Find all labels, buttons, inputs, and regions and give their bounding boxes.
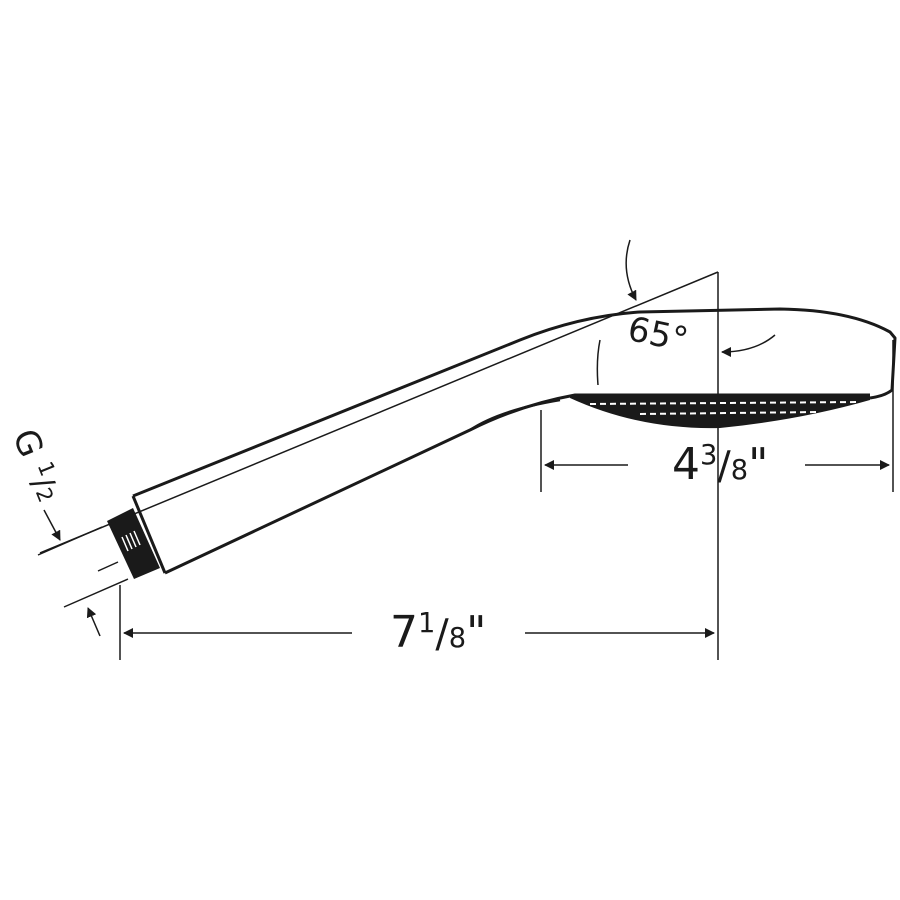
length-den: 8 <box>448 623 467 654</box>
thread-connector <box>107 508 160 579</box>
width-slash: / <box>717 443 731 489</box>
length-whole: 7 <box>390 607 418 658</box>
width-num: 3 <box>700 440 718 471</box>
length-unit: " <box>466 607 487 658</box>
thread-dimension <box>37 509 129 637</box>
width-den: 8 <box>730 455 749 486</box>
length-num: 1 <box>418 608 436 639</box>
overall-length-label: 71/8" <box>390 610 486 655</box>
head-width-dimension <box>540 340 894 492</box>
head-width-label: 43/8" <box>672 442 768 487</box>
angle-tick <box>596 339 601 386</box>
width-whole: 4 <box>672 439 700 490</box>
handle-outline <box>131 307 897 575</box>
overall-length-dimension <box>119 585 715 660</box>
angle-arrow-right <box>721 334 776 357</box>
axis-line <box>39 271 719 554</box>
spray-face <box>570 395 870 429</box>
width-unit: " <box>748 439 769 490</box>
angle-arrow-top <box>625 239 637 301</box>
length-slash: / <box>435 611 449 657</box>
